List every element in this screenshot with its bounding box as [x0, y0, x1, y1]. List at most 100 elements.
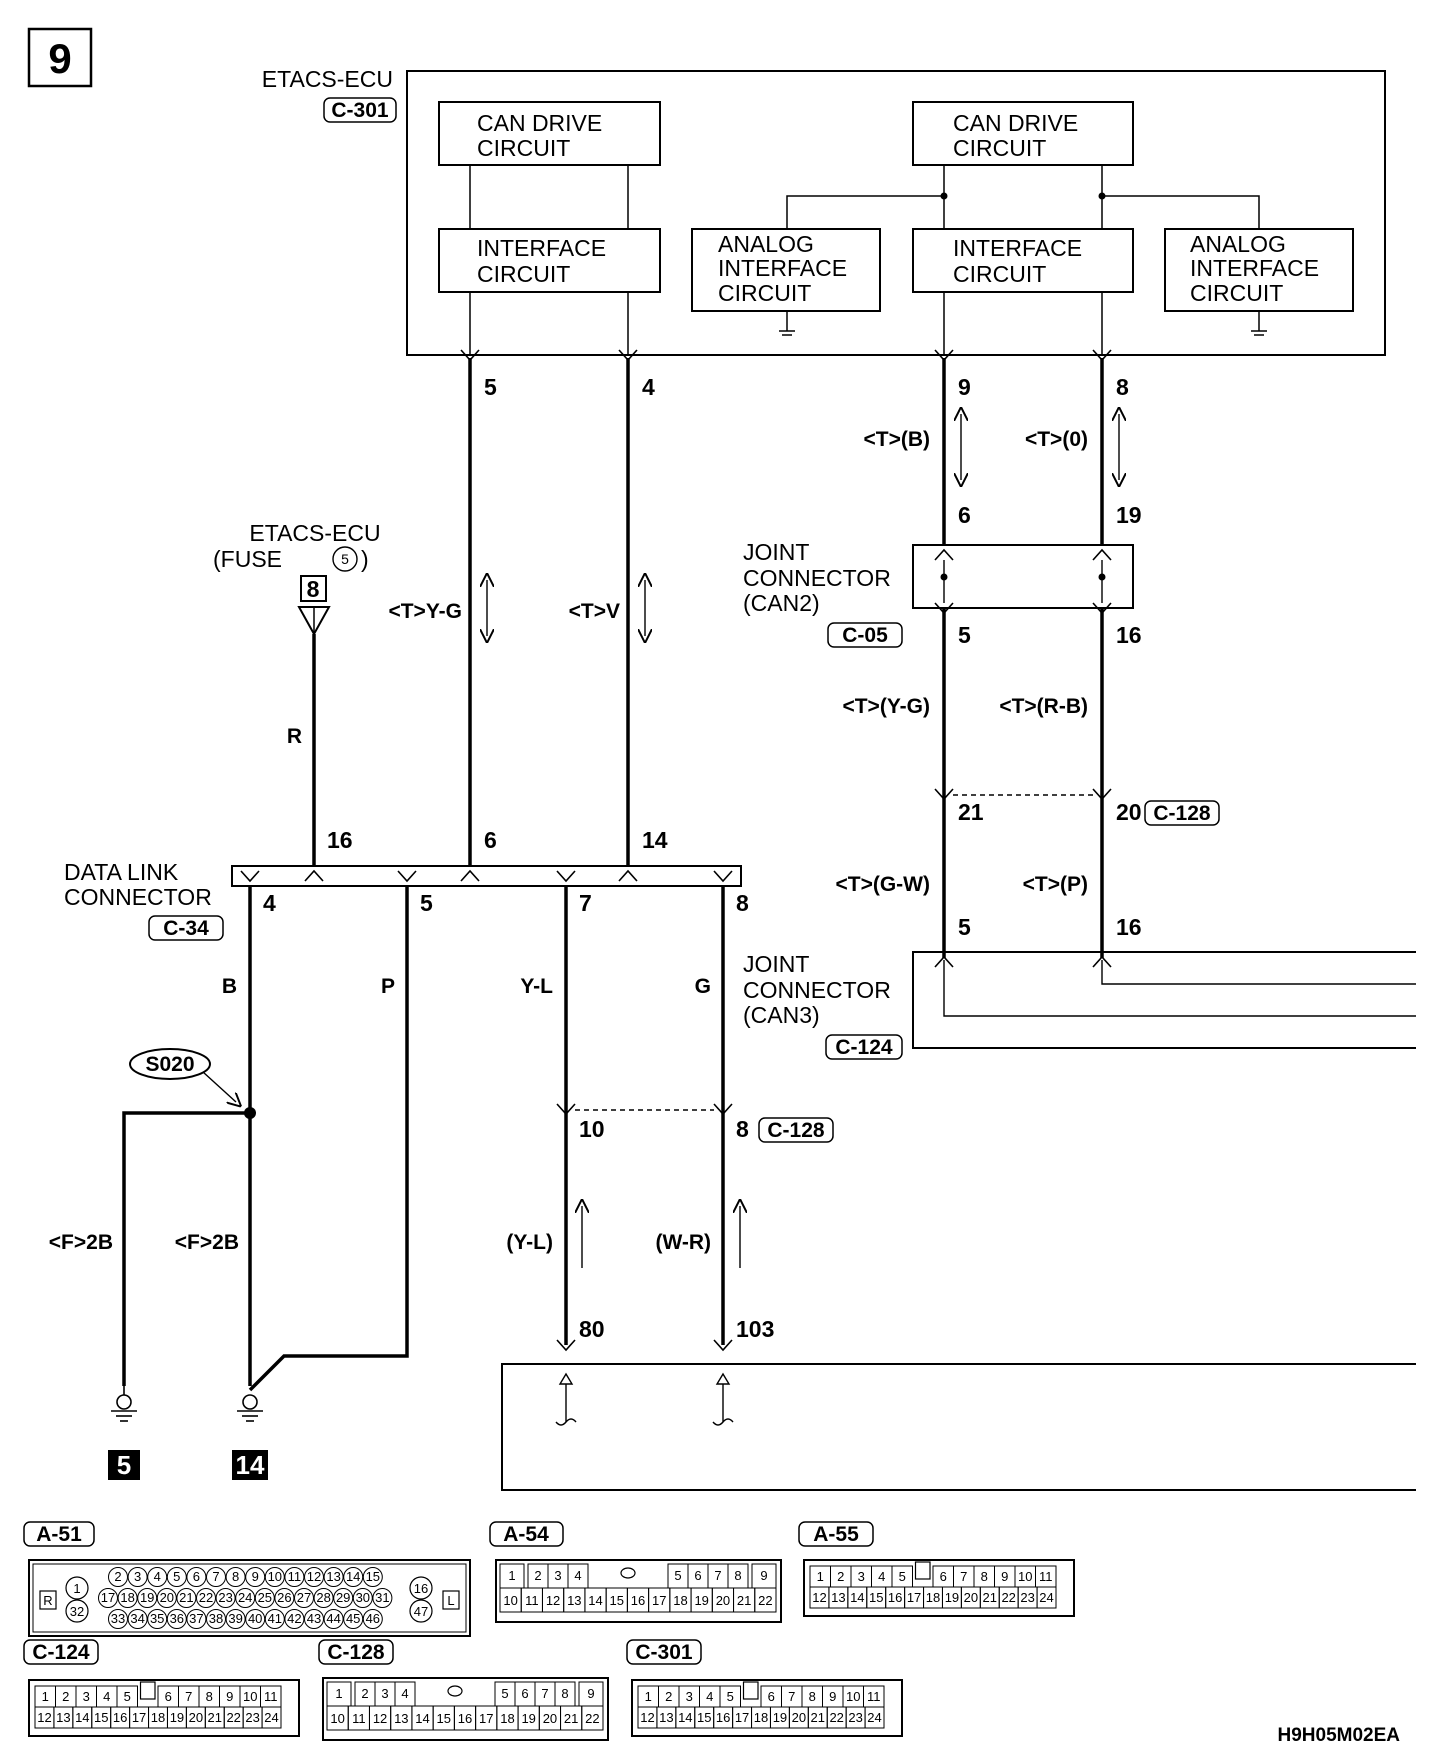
pin-number: 15 [366, 1569, 380, 1584]
pin-number: 7 [788, 1689, 795, 1704]
pin-number: 8 [561, 1686, 568, 1701]
pin-number: 16 [458, 1711, 472, 1726]
pin-circle [284, 1567, 305, 1587]
analog-2-line3: CIRCUIT [1190, 280, 1283, 306]
splice-s020: S020 [129, 1048, 256, 1119]
pin-circle [186, 1567, 207, 1587]
wire-label-p: P [381, 975, 395, 998]
pin-number: 18 [120, 1590, 134, 1605]
pin-number: 23 [848, 1710, 862, 1725]
pin-circle [206, 1567, 226, 1587]
pin-circle [323, 1567, 344, 1587]
pin-number: 26 [277, 1590, 291, 1605]
pin-number: 14 [75, 1710, 89, 1725]
can2-pin-6: 6 [958, 502, 971, 528]
pin-number: 10 [243, 1689, 257, 1704]
splice-label: S020 [145, 1053, 194, 1076]
pin-cell [1036, 1586, 1057, 1609]
pin-number: 18 [754, 1710, 768, 1725]
fuse-label-open: (FUSE [213, 546, 282, 572]
pin-circle [117, 1588, 138, 1608]
pin-number: 1 [42, 1689, 49, 1704]
can-drive-1-line2: CIRCUIT [477, 135, 570, 161]
pin-circle [166, 1609, 187, 1629]
dlc-connector-label: C-34 [163, 917, 209, 940]
pin-number: 24 [238, 1590, 252, 1605]
pin-number: 4 [574, 1568, 581, 1583]
pin-number: 12 [37, 1710, 51, 1725]
pin-number: 9 [829, 1689, 836, 1704]
pin-number: 1 [645, 1689, 652, 1704]
pin-circle [409, 1599, 433, 1623]
pin-number: 21 [564, 1711, 578, 1726]
pin-number: 23 [245, 1710, 259, 1725]
pin-number: 20 [964, 1590, 978, 1605]
can2-pin-19: 19 [1116, 502, 1142, 528]
wire-label-g: G [695, 975, 711, 998]
pin-number: 2 [62, 1689, 69, 1704]
can2-pin-5: 5 [958, 622, 971, 648]
etacs-pin-9: 9 [958, 374, 971, 400]
pin-number: 14 [850, 1590, 864, 1605]
pin-number: 40 [248, 1611, 262, 1626]
pin-number: 9 [760, 1568, 767, 1583]
dlc-pin-4: 4 [263, 890, 276, 916]
dlc-pin-7: 7 [579, 890, 592, 916]
pin-circle [274, 1588, 295, 1608]
fuse-number: 5 [341, 551, 349, 567]
can3-label-line1: JOINT [743, 951, 809, 977]
pin-number: 22 [199, 1590, 213, 1605]
pin-number: 4 [154, 1569, 161, 1584]
pin-circle [108, 1609, 128, 1629]
pin-number: 7 [541, 1686, 548, 1701]
pin-number: 20 [543, 1711, 557, 1726]
pin-circle [304, 1609, 324, 1629]
pin-circle [323, 1609, 344, 1629]
pin-number: 12 [373, 1711, 387, 1726]
fuse-label-close: ) [361, 546, 369, 572]
pin-number: 1 [335, 1686, 342, 1701]
pin-number: 3 [554, 1568, 561, 1583]
pin-number: 10 [330, 1711, 344, 1726]
pin-number: 10 [1018, 1569, 1032, 1584]
pin-number: 2 [665, 1689, 672, 1704]
pin-number: 15 [610, 1593, 624, 1608]
pin-number: 4 [706, 1689, 713, 1704]
pin-number: 5 [124, 1689, 131, 1704]
pin-circle [225, 1609, 246, 1629]
pin-number: 3 [381, 1686, 388, 1701]
pin-number: 20 [189, 1710, 203, 1725]
interface-1-line1: INTERFACE [477, 235, 606, 261]
pin-circle [343, 1609, 364, 1629]
pin-circle [215, 1588, 236, 1608]
pin-number: 19 [140, 1590, 154, 1605]
pin-number: 41 [268, 1611, 282, 1626]
pin-number: 6 [940, 1569, 947, 1584]
pin-number: 34 [130, 1611, 144, 1626]
analog-2-line2: INTERFACE [1190, 255, 1319, 281]
pin-number: 18 [500, 1711, 514, 1726]
pin-number: 9 [587, 1686, 594, 1701]
pin-number: 4 [401, 1686, 408, 1701]
pin-circle [156, 1588, 177, 1608]
can-drive-1-line1: CAN DRIVE [477, 110, 602, 136]
pin-cell [864, 1706, 885, 1729]
pin-number: 6 [193, 1569, 200, 1584]
pin-number: 6 [768, 1689, 775, 1704]
pin-number: 44 [326, 1611, 340, 1626]
pin-number: 9 [1001, 1569, 1008, 1584]
a54-label: A-54 [503, 1523, 549, 1546]
pin-circle [343, 1567, 364, 1587]
pin-circle [264, 1567, 285, 1587]
pin-number: 16 [888, 1590, 902, 1605]
connector-key [914, 1561, 931, 1580]
interface-1-line2: CIRCUIT [477, 261, 570, 287]
wire-label-o: <T>(0) [1025, 428, 1088, 451]
pin-number: 45 [346, 1611, 360, 1626]
can3-pin-5: 5 [958, 914, 971, 940]
